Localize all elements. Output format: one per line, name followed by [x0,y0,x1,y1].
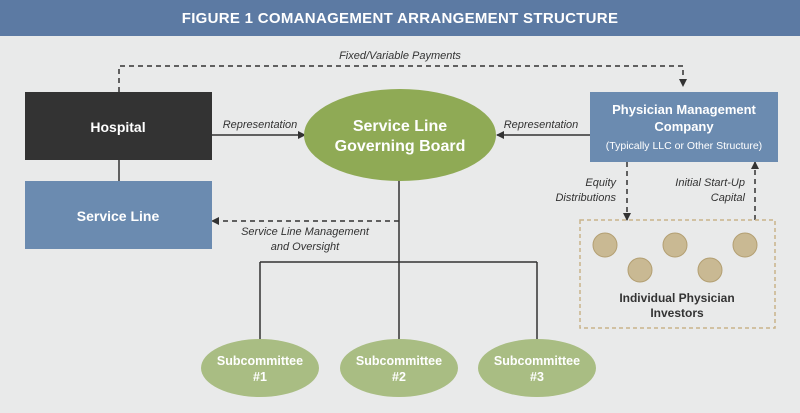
subcommittee-1-ellipse [201,339,319,397]
company-representation-label: Representation [504,119,579,131]
management-oversight-label-line1: Service Line Management [241,226,370,238]
investor-avatar [627,257,653,283]
subcommittee-2-label-line2: #2 [392,370,406,384]
hospital-box [25,92,212,160]
investor-avatar [592,232,618,258]
board-label-line2: Governing Board [335,138,466,155]
subcommittee-2-ellipse [340,339,458,397]
equity-distributions-label-line1: Equity [585,177,617,189]
hospital-representation-label: Representation [223,119,298,131]
figure-title: FIGURE 1 COMANAGEMENT ARRANGEMENT STRUCT… [0,0,800,36]
start-up-capital-label-line1: Initial Start-Up [675,177,745,189]
governing-board-ellipse [304,89,496,181]
fixed-variable-payments-connector [118,65,687,92]
investor-avatar [732,232,758,258]
subcommittee-3-label-line1: Subcommittee [494,354,580,368]
physician-investors-group [579,219,776,329]
board-label-line1: Service Line [353,118,447,135]
service-line-label: Service Line [77,208,160,224]
subcommittee-1-label-line2: #1 [253,370,267,384]
equity-distributions-label-line2: Distributions [555,192,616,204]
subcommittee-3-label-line2: #3 [530,370,544,384]
management-oversight-label-line2: and Oversight [271,241,340,253]
service-line-box [25,181,212,249]
investor-avatar [662,232,688,258]
fixed-variable-payments-label: Fixed/Variable Payments [339,50,461,62]
company-label-line3: (Typically LLC or Other Structure) [606,140,762,152]
investors-label-line1: Individual Physician [619,291,734,305]
investors-label-line2: Investors [650,306,704,320]
company-label-line1: Physician Management [612,102,756,117]
hospital-label: Hospital [90,119,145,135]
subcommittee-2-label-line1: Subcommittee [356,354,442,368]
physician-management-company-box [590,92,778,162]
subcommittee-3-ellipse [478,339,596,397]
company-label-line2: Company [654,119,714,134]
subcommittee-1-label-line1: Subcommittee [217,354,303,368]
start-up-capital-label-line2: Capital [711,192,746,204]
investor-avatar [697,257,723,283]
